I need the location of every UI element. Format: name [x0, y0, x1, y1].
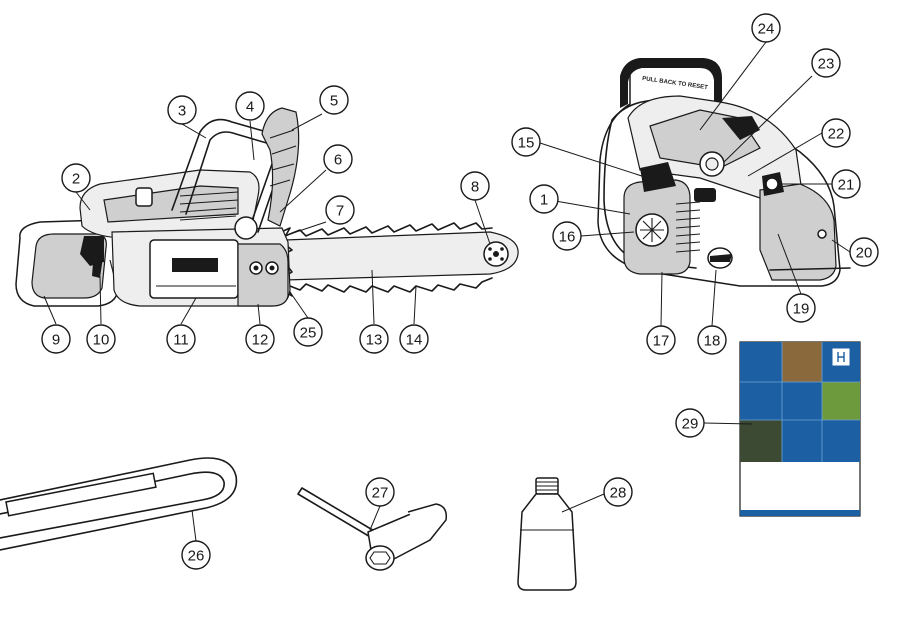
- svg-text:25: 25: [300, 325, 317, 342]
- svg-text:4: 4: [246, 99, 254, 116]
- clutch-cover: [237, 243, 289, 307]
- front-hand-guard: [261, 107, 300, 227]
- svg-text:5: 5: [330, 93, 338, 110]
- svg-text:29: 29: [682, 416, 699, 433]
- callout-23: 23: [811, 48, 841, 78]
- chain-brake-knob: [234, 216, 258, 240]
- svg-text:2: 2: [72, 171, 80, 188]
- svg-text:15: 15: [518, 135, 535, 152]
- svg-text:19: 19: [793, 301, 810, 318]
- svg-text:11: 11: [173, 332, 189, 349]
- callout-29: 29: [675, 408, 705, 438]
- callout-21: 21: [831, 169, 861, 199]
- svg-text:3: 3: [178, 103, 186, 120]
- callout-16: 16: [552, 221, 582, 251]
- svg-text:8: 8: [471, 179, 479, 196]
- saw-chain: [284, 222, 493, 293]
- combination-spanner: [297, 487, 448, 571]
- svg-text:20: 20: [856, 245, 873, 262]
- svg-text:24: 24: [758, 21, 775, 38]
- svg-text:28: 28: [610, 485, 627, 502]
- callout-7: 7: [325, 195, 355, 225]
- svg-text:16: 16: [559, 229, 576, 246]
- chainsaw-side-view: [15, 107, 519, 307]
- callout-15: 15: [511, 127, 541, 157]
- callout-20: 20: [849, 237, 879, 267]
- callout-8: 8: [460, 171, 490, 201]
- callout-12: 12: [245, 324, 275, 354]
- chainsaw-rear-view: PULL BACK TO RESET: [597, 58, 851, 287]
- svg-text:12: 12: [252, 332, 269, 349]
- callout-19: 19: [786, 293, 816, 323]
- svg-text:21: 21: [838, 177, 855, 194]
- callout-4: 4: [235, 91, 265, 121]
- callout-6: 6: [323, 144, 353, 174]
- oil-bottle: [517, 477, 577, 591]
- svg-text:1: 1: [540, 192, 548, 209]
- svg-text:13: 13: [366, 332, 383, 349]
- svg-text:26: 26: [188, 548, 205, 565]
- svg-text:22: 22: [828, 126, 845, 143]
- callout-26: 26: [181, 540, 211, 570]
- svg-text:17: 17: [653, 333, 670, 350]
- svg-text:18: 18: [704, 333, 721, 350]
- leader-lines: [43, 41, 851, 542]
- callout-27: 27: [365, 477, 395, 507]
- callout-17: 17: [646, 325, 676, 355]
- svg-text:9: 9: [52, 332, 60, 349]
- bar-guard: [0, 457, 238, 551]
- callout-25: 25: [293, 317, 323, 347]
- rear-clutch-cover: [759, 183, 837, 281]
- manual-photo-wood: [782, 342, 822, 382]
- callout-22: 22: [821, 118, 851, 148]
- manual-photo-forest: [740, 420, 782, 462]
- svg-text:14: 14: [406, 332, 423, 349]
- callout-14: 14: [399, 324, 429, 354]
- callout-1: 1: [529, 184, 559, 214]
- guide-bar: [284, 231, 519, 281]
- callout-10: 10: [86, 324, 116, 354]
- callout-18: 18: [697, 325, 727, 355]
- callout-13: 13: [359, 324, 389, 354]
- svg-text:6: 6: [334, 152, 342, 169]
- operators-manual: [739, 341, 861, 517]
- callout-9: 9: [41, 324, 71, 354]
- svg-text:23: 23: [818, 56, 835, 73]
- svg-text:7: 7: [336, 203, 344, 220]
- svg-text:10: 10: [93, 332, 110, 349]
- manual-photo-lawn: [822, 382, 860, 420]
- callout-28: 28: [603, 477, 633, 507]
- callout-5: 5: [319, 85, 349, 115]
- svg-text:27: 27: [372, 485, 389, 502]
- callout-24: 24: [751, 13, 781, 43]
- callout-11: 11: [166, 324, 196, 354]
- callout-2: 2: [61, 163, 91, 193]
- callout-3: 3: [167, 95, 197, 125]
